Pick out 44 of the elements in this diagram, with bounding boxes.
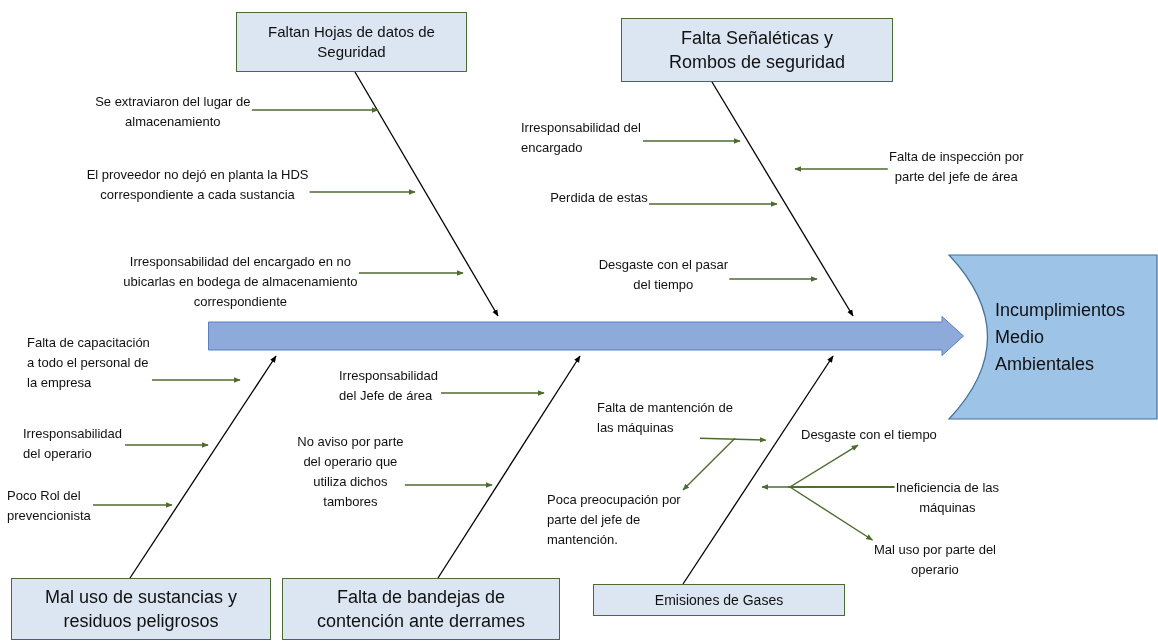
cause-text: Falta de mantención de las máquinas <box>597 398 735 439</box>
cause-arrow <box>308 189 416 195</box>
cause-arrow <box>648 201 778 207</box>
cause-text: Poco Rol del prevencionista <box>7 486 93 527</box>
cause-text: Desgaste con el tiempo <box>801 425 939 446</box>
cause-text: Falta de inspección por parte del jefe de área <box>887 147 1025 188</box>
bone-arrow <box>711 81 854 317</box>
cause-text: El proveedor no dejó en planta la HDS correspondiente a cada sustancia <box>85 165 310 206</box>
cause-text: Perdida de estas <box>549 188 649 209</box>
cause-arrow <box>92 502 173 508</box>
category-box: Mal uso de sustancias y residuos peligrosos <box>11 578 271 640</box>
cause-text: Poca preocupación por parte del jefe de mantención. <box>547 490 683 551</box>
cause-arrow <box>151 377 241 383</box>
branch-arrow <box>787 486 896 541</box>
cause-arrow <box>440 390 545 396</box>
cause-text: Desgaste con el pasar del tiempo <box>597 255 730 296</box>
cause-text: Irresponsabilidad del encargado en no ubicarlas en bodega de almacenamiento correspondiente <box>121 252 359 313</box>
cause-arrow <box>404 482 493 488</box>
cause-text: Falta de capacitación a todo el personal de la empresa <box>27 333 152 394</box>
effect-shape: Incumplimientos Medio Ambientales <box>948 254 1158 420</box>
cause-text: Irresponsabilidad del encargado <box>521 118 643 159</box>
cause-text: Irresponsabilidad del operario <box>23 424 125 465</box>
cause-arrow <box>699 437 767 443</box>
cause-arrow <box>124 442 209 448</box>
cause-text: Mal uso por parte del operario <box>872 540 998 581</box>
category-box: Emisiones de Gases <box>593 584 845 616</box>
category-box: Falta Señaléticas y Rombos de seguridad <box>621 18 893 82</box>
spine-arrow <box>208 316 964 356</box>
cause-arrow <box>642 138 741 144</box>
cause-text: No aviso por parte del operario que utiliza dichos tambores <box>295 432 405 513</box>
cause-text: Irresponsabilidad del Jefe de área <box>339 366 441 407</box>
bone-arrow <box>682 355 834 585</box>
bone-arrow <box>129 355 277 579</box>
bone-arrow <box>437 355 581 579</box>
category-box: Faltan Hojas de datos de Seguridad <box>236 12 467 72</box>
cause-arrow <box>358 270 464 276</box>
branch-arrow <box>682 437 736 491</box>
cause-text: Se extraviaron del lugar de almacenamiento <box>93 92 252 133</box>
bone-arrow <box>354 71 499 317</box>
category-box: Falta de bandejas de contención ante derrames <box>282 578 560 640</box>
cause-arrow <box>251 107 379 113</box>
cause-arrow <box>794 166 889 172</box>
cause-arrow <box>728 276 818 282</box>
cause-text: Ineficiencia de las máquinas <box>894 478 1001 519</box>
